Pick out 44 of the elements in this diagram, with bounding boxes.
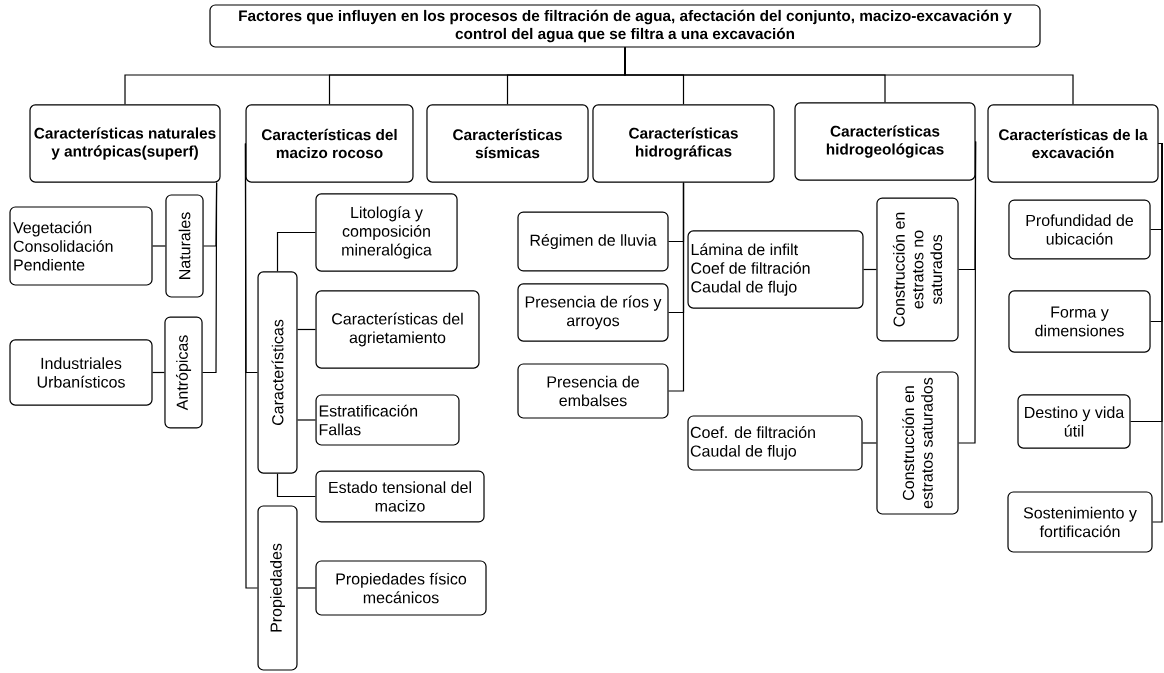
connector-line: [276, 231, 316, 272]
factor-box: Propiedades físico mecánicos: [315, 560, 487, 616]
factor-box: Estado tensional del macizo: [315, 470, 485, 523]
connector-line: [202, 182, 218, 374]
group-box: Características: [257, 271, 298, 474]
category-box: Características sísmicas: [426, 104, 589, 183]
factor-box: Presencia de embalses: [517, 363, 669, 419]
factor-box: Sostenimiento y fortificación: [1007, 491, 1153, 553]
factor-box: Forma y dimensiones: [1008, 290, 1151, 353]
category-box: Características naturales y antrópicas(superf): [29, 104, 221, 183]
connector-line: [296, 587, 316, 589]
category-box: Características del macizo rocoso: [245, 104, 414, 183]
connector-line: [152, 371, 165, 374]
group-box: Construcción en estratos saturados: [876, 371, 959, 515]
connector-line: [668, 182, 685, 392]
factor-box: Lámina de infilt Coef de filtración Caudal de flujo: [687, 230, 864, 309]
connector-line: [624, 47, 1074, 105]
factor-box: Industriales Urbanísticos: [9, 339, 153, 406]
connector-line: [862, 442, 877, 444]
group-box: Antrópicas: [164, 316, 203, 429]
connector-line: [1152, 142, 1163, 523]
category-box: Características hidrográficas: [592, 104, 775, 183]
factor-box: Presencia de ríos y arroyos: [517, 283, 669, 342]
connector-line: [296, 328, 317, 331]
factor-box: Destino y vida útil: [1017, 394, 1131, 449]
factor-box: Características del agrietamiento: [315, 290, 480, 369]
connector-line: [244, 142, 259, 589]
group-box: Propiedades: [257, 505, 298, 671]
group-box: Naturales: [165, 194, 204, 298]
factor-box: Litología y composición mineralógica: [315, 193, 458, 272]
factor-box: Profundidad de ubicación: [1008, 199, 1151, 260]
title-box: Factores que influyen en los procesos de filtración de agua, afectación del conjunto, macizo-excavación y control del agua que se filtra a una excavación: [209, 4, 1041, 48]
connector-line: [276, 473, 316, 498]
connector-line: [958, 140, 977, 444]
factor-box: Estratificación Fallas: [315, 394, 460, 446]
factor-box: Régimen de lluvia: [517, 211, 669, 272]
category-box: Características de la excavación: [987, 104, 1159, 183]
connector-line: [862, 268, 877, 271]
factor-box: Vegetación Consolidación Pendiente: [9, 206, 153, 286]
category-box: Características hidrogeológicas: [794, 102, 976, 181]
connector-line: [296, 419, 317, 421]
connector-line: [152, 245, 166, 247]
group-box: Construcción en estratos no saturados: [876, 197, 959, 342]
factor-box: Coef. de filtración Caudal de flujo: [687, 415, 863, 471]
